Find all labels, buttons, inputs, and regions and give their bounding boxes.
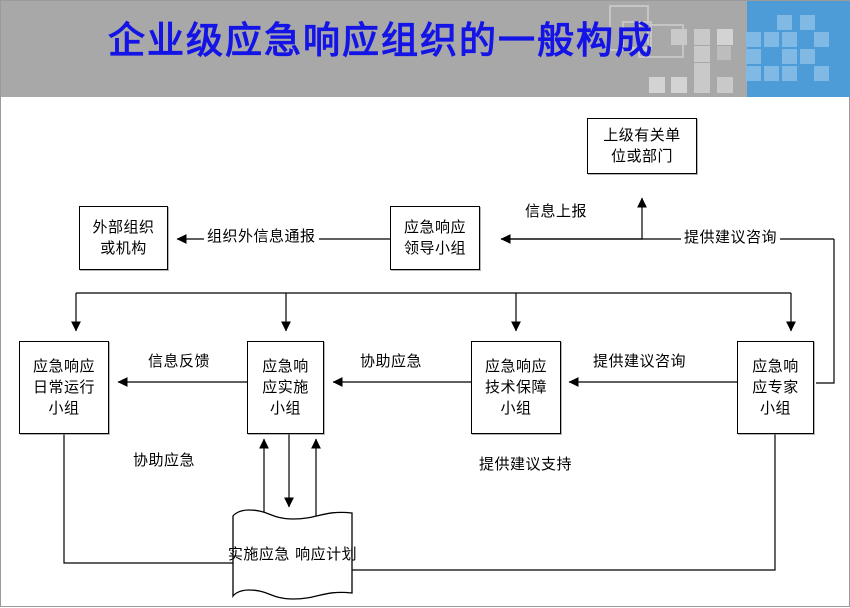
node-external-org-line-2: 或机构 (100, 239, 147, 257)
node-implementation-group[interactable]: 应急响 应实施 小组 (247, 341, 324, 434)
decor-square-gray-5 (694, 46, 710, 62)
decor-outline-square-1 (609, 5, 649, 51)
node-expert-group-line-3: 小组 (759, 399, 791, 417)
page-title: 企业级应急响应组织的一般构成 (108, 19, 654, 62)
edge-label-report-up: 信息上报 (522, 202, 591, 220)
edge-label-advice-top: 提供建议咨询 (681, 228, 781, 246)
node-upper-authority[interactable]: 上级有关单 位或部门 (587, 118, 697, 174)
decor-square-gray-10 (649, 77, 665, 93)
edge-label-assist-response-bottom: 协助应急 (130, 451, 199, 469)
node-technical-support-group-line-3: 小组 (500, 399, 532, 417)
edge-label-advice-support: 提供建议支持 (476, 455, 576, 473)
decor-square-blue-6 (814, 32, 829, 47)
node-daily-ops-group-line-2: 日常运行 (32, 378, 95, 396)
decor-square-blue-10 (746, 66, 761, 81)
node-leader-group-line-1: 应急响应 (403, 218, 466, 236)
decor-square-blue-11 (764, 66, 779, 81)
decor-square-blue-5 (782, 32, 797, 47)
decor-square-blue-8 (782, 49, 797, 64)
edge-label-external-notify: 组织外信息通报 (204, 227, 319, 245)
decor-square-gray-7 (671, 77, 687, 93)
decor-square-blue-9 (800, 49, 815, 64)
edge-label-assist-response-mid: 协助应急 (357, 352, 426, 370)
slide-header: 企业级应急响应组织的一般构成 (1, 1, 850, 97)
decor-square-blue-4 (764, 32, 779, 47)
node-response-plan-doc-line-1: 实施应急 (227, 545, 290, 563)
edge-label-info-feedback: 信息反馈 (145, 352, 214, 370)
node-daily-ops-group[interactable]: 应急响应 日常运行 小组 (19, 341, 109, 434)
node-external-org-line-1: 外部组织 (92, 218, 155, 236)
edge-label-advice-mid: 提供建议咨询 (590, 352, 690, 370)
decor-square-gray-2 (694, 29, 710, 45)
decor-square-blue-2 (800, 15, 815, 30)
node-technical-support-group-line-1: 应急响应 (484, 357, 547, 375)
node-leader-group-line-2: 领导小组 (403, 239, 466, 257)
node-upper-authority-line-1: 上级有关单 (603, 126, 681, 144)
node-response-plan-doc[interactable]: 实施应急 响应计划 (227, 507, 358, 602)
decor-square-gray-4 (717, 46, 731, 60)
decor-square-gray-3 (717, 29, 733, 45)
node-technical-support-group-line-2: 技术保障 (484, 378, 547, 396)
decor-square-gray-9 (717, 77, 733, 93)
document-shape-icon (232, 509, 353, 600)
node-implementation-group-line-2: 应实施 (262, 378, 309, 396)
header-accent-panel (747, 1, 850, 97)
node-daily-ops-group-line-3: 小组 (48, 399, 80, 417)
node-technical-support-group[interactable]: 应急响应 技术保障 小组 (471, 341, 561, 434)
node-daily-ops-group-line-1: 应急响应 (32, 357, 95, 375)
decor-square-blue-12 (782, 66, 797, 81)
node-expert-group[interactable]: 应急响 应专家 小组 (737, 341, 814, 434)
decor-square-blue-13 (814, 66, 829, 81)
node-expert-group-line-1: 应急响 (752, 357, 799, 375)
node-response-plan-doc-line-2: 响应计划 (295, 545, 358, 563)
decor-outline-square-2 (622, 21, 652, 49)
node-leader-group[interactable]: 应急响应 领导小组 (390, 206, 480, 270)
diagram-canvas: 上级有关单 位或部门 外部组织 或机构 应急响应 领导小组 应急响应 日常运行 … (1, 97, 850, 608)
decor-square-blue-1 (777, 15, 792, 30)
node-external-org[interactable]: 外部组织 或机构 (79, 206, 168, 270)
node-implementation-group-line-1: 应急响 (262, 357, 309, 375)
decor-square-gray-6 (694, 63, 710, 79)
diagram-connectors (63, 197, 835, 571)
decor-square-gray-1 (671, 29, 687, 45)
node-expert-group-line-2: 应专家 (752, 378, 799, 396)
decor-square-blue-7 (746, 49, 761, 64)
decor-square-blue-3 (746, 32, 761, 47)
node-upper-authority-line-2: 位或部门 (610, 147, 673, 165)
decor-square-gray-8 (694, 77, 710, 93)
node-implementation-group-line-3: 小组 (269, 399, 301, 417)
